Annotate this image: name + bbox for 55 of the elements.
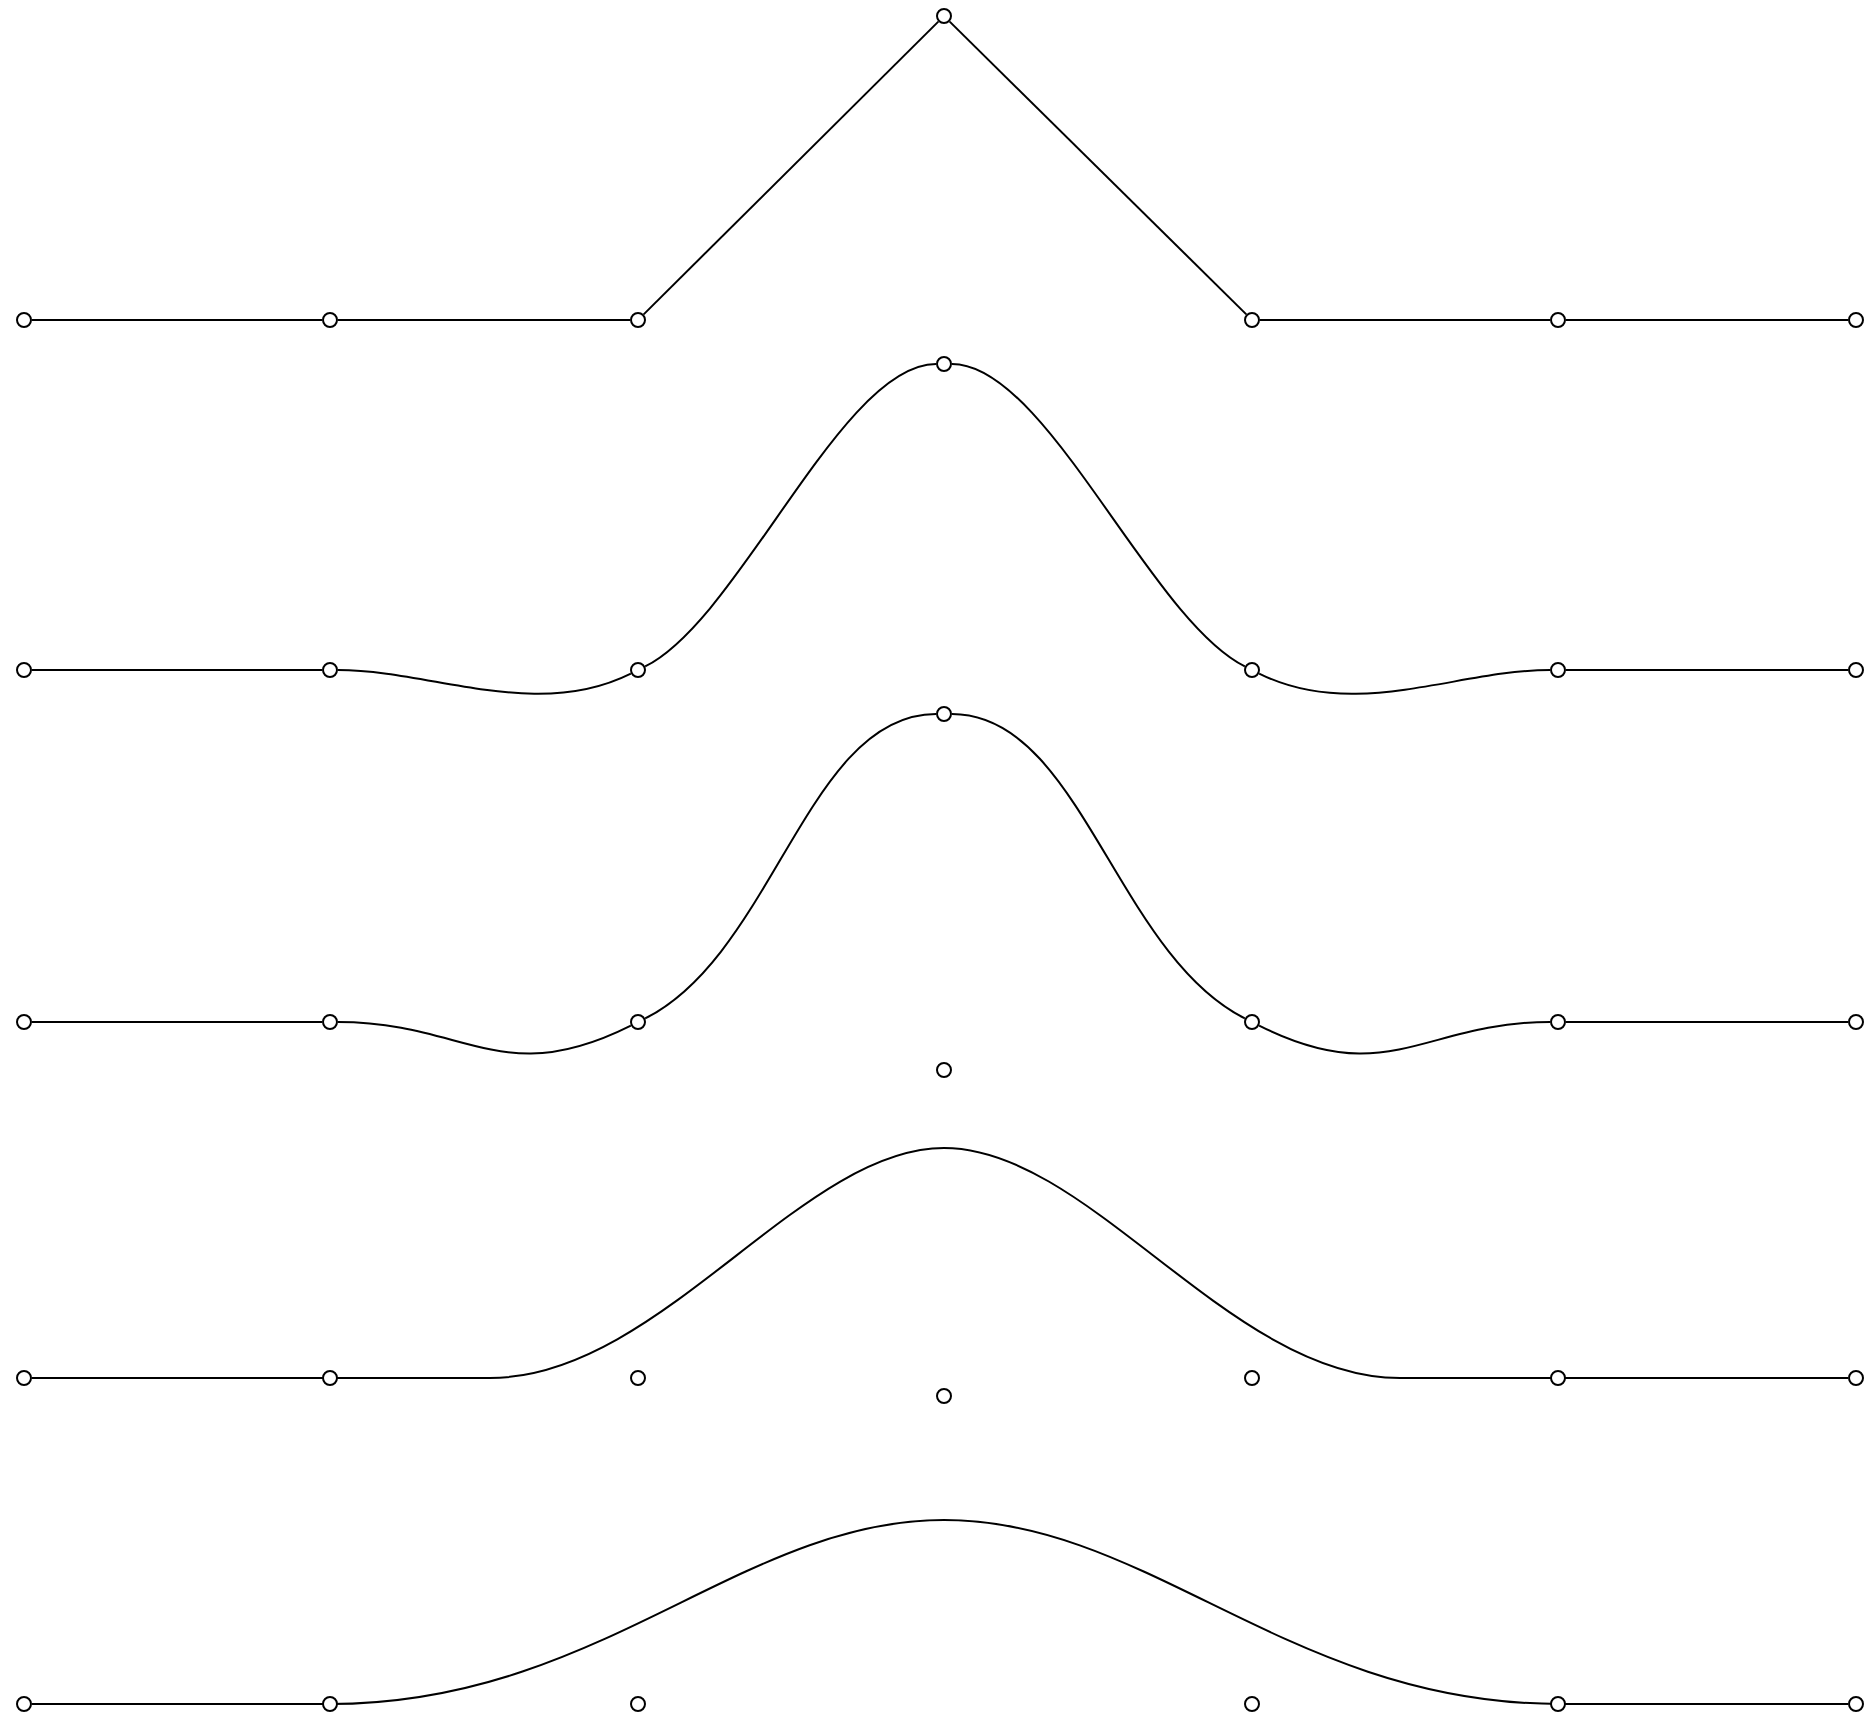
control-point [16, 1014, 32, 1030]
curve-segment [31, 1021, 323, 1023]
control-point [1244, 312, 1260, 328]
curve-segment [337, 1021, 632, 1055]
curve-segment [1258, 669, 1551, 695]
curve-segment [948, 20, 1248, 316]
control-point [936, 1388, 952, 1404]
control-point [322, 312, 338, 328]
curve-segment [337, 669, 632, 695]
control-point [322, 1370, 338, 1386]
control-point [1550, 1370, 1566, 1386]
control-point [1848, 1696, 1864, 1712]
control-point [1550, 1696, 1566, 1712]
control-point [1848, 1370, 1864, 1386]
control-point [630, 662, 646, 678]
curve-segment [337, 319, 631, 321]
control-point [16, 662, 32, 678]
control-point [16, 1370, 32, 1386]
curve-segment [644, 363, 937, 668]
control-point [936, 8, 952, 24]
curve-segment [31, 669, 323, 671]
control-point [630, 1696, 646, 1712]
curve-segment [31, 1147, 1849, 1379]
curve-segment [31, 1519, 1849, 1705]
curve-segment [642, 20, 940, 316]
control-point [630, 312, 646, 328]
control-point [322, 1696, 338, 1712]
control-point [1550, 662, 1566, 678]
control-point [1848, 662, 1864, 678]
control-point [16, 312, 32, 328]
control-point [936, 356, 952, 372]
curve-segment [951, 363, 1246, 668]
control-point [1244, 1370, 1260, 1386]
curve-segment [1565, 1021, 1849, 1023]
control-point [630, 1014, 646, 1030]
control-point [1550, 312, 1566, 328]
control-point [630, 1370, 646, 1386]
curve-segment [1258, 1021, 1551, 1055]
curve-segment [1259, 319, 1551, 321]
curve-segment [1565, 319, 1849, 321]
curve-segment [644, 713, 937, 1020]
control-point [1244, 1014, 1260, 1030]
control-point [936, 706, 952, 722]
control-point [1550, 1014, 1566, 1030]
control-point [1848, 1014, 1864, 1030]
curve-segment [31, 319, 323, 321]
control-point [1244, 662, 1260, 678]
control-point [1244, 1696, 1260, 1712]
curve-segment [951, 713, 1246, 1020]
curve-segment [1565, 669, 1849, 671]
control-point [936, 1062, 952, 1078]
control-point [16, 1696, 32, 1712]
control-point [322, 1014, 338, 1030]
control-point [322, 662, 338, 678]
control-point [1848, 312, 1864, 328]
